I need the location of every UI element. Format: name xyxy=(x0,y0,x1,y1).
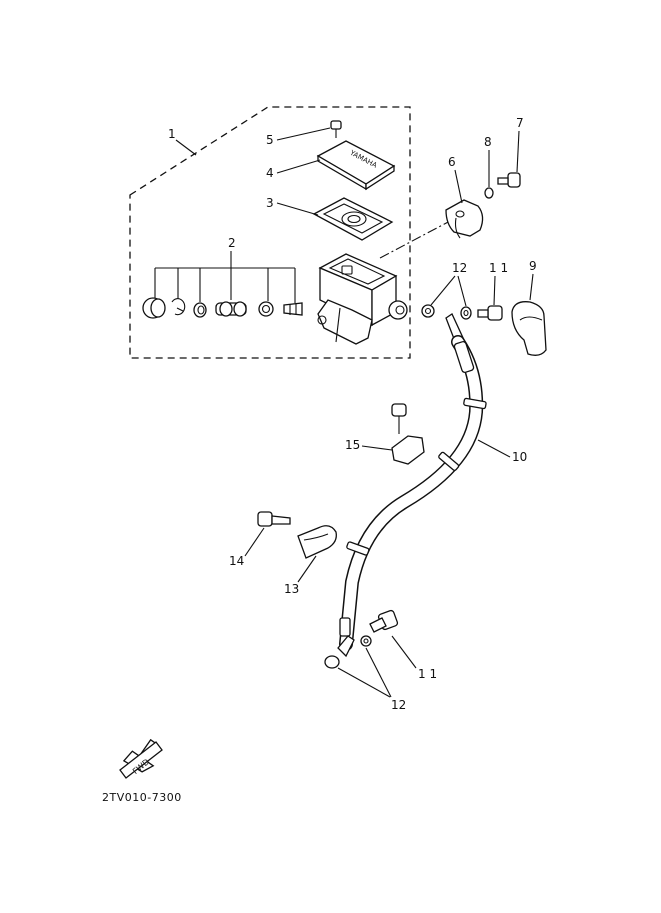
callout-5: 5 xyxy=(266,133,274,147)
hose-clamp xyxy=(297,525,337,559)
upper-washers xyxy=(421,304,472,320)
washer-8 xyxy=(484,187,494,199)
callout-13: 13 xyxy=(284,582,299,596)
clamp-bolt xyxy=(257,511,291,527)
callout-11-lower: 1 1 xyxy=(418,667,437,681)
bracket-bolt xyxy=(497,172,521,188)
fwd-arrow-icon: FWD xyxy=(119,738,163,779)
bracket xyxy=(445,199,484,239)
master-cylinder-body xyxy=(317,253,408,345)
piston-kit xyxy=(142,297,303,319)
reservoir-cap: YAMAHA xyxy=(316,140,396,191)
callout-12-upper: 12 xyxy=(452,261,467,275)
callout-14: 14 xyxy=(229,554,244,568)
cover xyxy=(511,301,547,356)
callout-12-lower: 12 xyxy=(391,698,406,712)
callout-3: 3 xyxy=(266,196,274,210)
piston-kit-leaders xyxy=(154,267,296,303)
callout-11-upper: 1 1 xyxy=(489,261,508,275)
lower-washers xyxy=(360,635,372,647)
callout-15: 15 xyxy=(345,438,360,452)
hose-guide xyxy=(391,403,425,465)
callout-6: 6 xyxy=(448,155,456,169)
callout-7: 7 xyxy=(516,116,524,130)
brake-hose xyxy=(324,313,487,669)
diaphragm xyxy=(312,197,394,241)
lower-union-bolt xyxy=(369,609,399,633)
callout-8: 8 xyxy=(484,135,492,149)
assembly-boundary xyxy=(129,106,411,359)
callout-10: 10 xyxy=(512,450,527,464)
callout-9: 9 xyxy=(529,259,537,273)
callout-4: 4 xyxy=(266,166,274,180)
upper-union-bolt xyxy=(477,305,503,321)
drawing-code: 2TV010-7300 xyxy=(102,791,182,804)
callout-2: 2 xyxy=(228,236,236,250)
cap-screw xyxy=(330,120,342,138)
callout-1: 1 xyxy=(168,127,176,141)
